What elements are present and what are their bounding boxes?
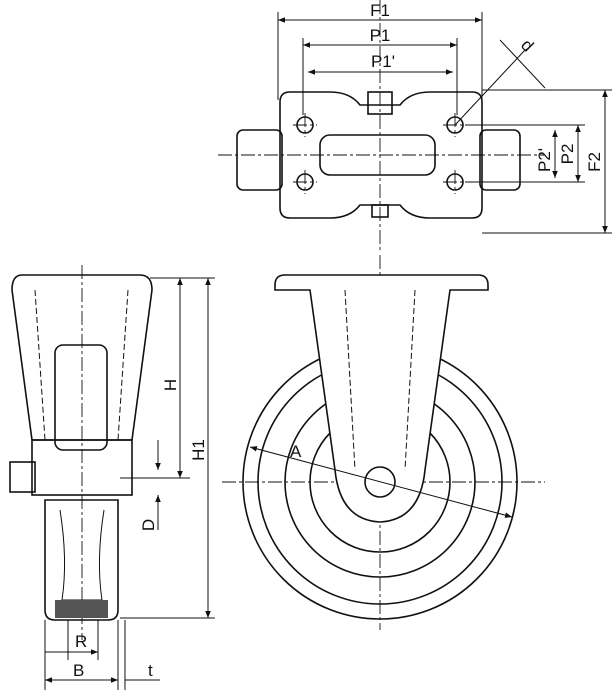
center-slot xyxy=(319,134,436,176)
label-H: H xyxy=(161,379,180,391)
wheel-side-lower xyxy=(44,499,119,621)
stem-left xyxy=(236,129,283,191)
label-P2-prime: P2' xyxy=(535,148,554,172)
label-F1: F1 xyxy=(370,1,390,20)
top-view: F1 P1 P1' d F2 P2 P2' xyxy=(218,0,612,252)
dim-d-leader xyxy=(454,49,526,126)
label-D: D xyxy=(139,519,158,531)
kingpin-nut xyxy=(367,91,393,115)
label-d: d xyxy=(517,35,537,55)
dim-A xyxy=(249,446,513,518)
label-F2: F2 xyxy=(585,152,604,172)
label-B: B xyxy=(73,661,84,680)
label-P1: P1 xyxy=(370,26,391,45)
bottom-lug xyxy=(371,204,389,218)
label-P1-prime: P1' xyxy=(371,52,395,71)
bracket-front xyxy=(274,274,489,523)
hub-block xyxy=(31,439,133,496)
label-t: t xyxy=(148,661,153,680)
label-A: A xyxy=(290,442,302,461)
side-view: H H1 D R B t xyxy=(9,265,215,690)
label-P2: P2 xyxy=(558,144,577,165)
wheel-side-upper xyxy=(54,344,108,451)
axle-nut xyxy=(9,461,36,493)
label-H1: H1 xyxy=(189,439,208,461)
stem-right xyxy=(479,129,521,191)
front-view: A xyxy=(222,255,545,630)
label-R: R xyxy=(75,632,87,651)
top-plate xyxy=(279,91,483,219)
tread xyxy=(55,600,108,618)
